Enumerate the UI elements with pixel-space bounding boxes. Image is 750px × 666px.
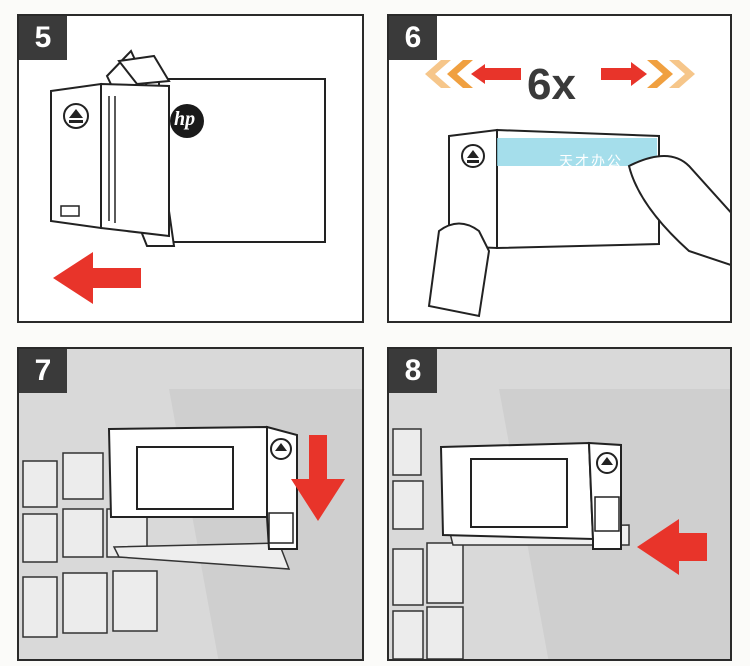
eject-icon [596,452,618,474]
arrow-down-icon [291,435,345,521]
eject-icon [270,438,292,460]
shake-count-label: 6x [527,60,576,109]
step-6-panel: 6 6x 天才办公 [387,14,732,323]
arrow-left-icon [637,519,707,575]
step-8-panel: 8 [387,347,732,661]
hp-logo-text: hp [174,108,196,130]
unboxing-illustration [50,49,326,304]
arrow-left-icon [425,60,521,88]
step-5-panel: 5 hp [17,14,364,323]
step-number-badge: 6 [389,16,437,60]
arrow-right-icon [601,60,695,88]
step-number-badge: 8 [389,349,437,393]
step-7-panel: 7 [17,347,364,661]
watermark-text: 天才办公 [559,153,623,169]
insert-slide-illustration [389,349,730,659]
hp-logo [170,104,204,138]
step-number-badge: 5 [19,16,67,60]
step-number-badge: 7 [19,349,67,393]
left-hand [427,222,491,318]
insert-down-illustration [19,349,362,659]
arrow-left-icon [53,252,141,304]
shake-illustration [425,60,730,318]
eject-icon [461,144,485,168]
eject-icon [63,103,89,129]
right-hand [627,155,730,266]
watermark-banner [497,138,657,166]
